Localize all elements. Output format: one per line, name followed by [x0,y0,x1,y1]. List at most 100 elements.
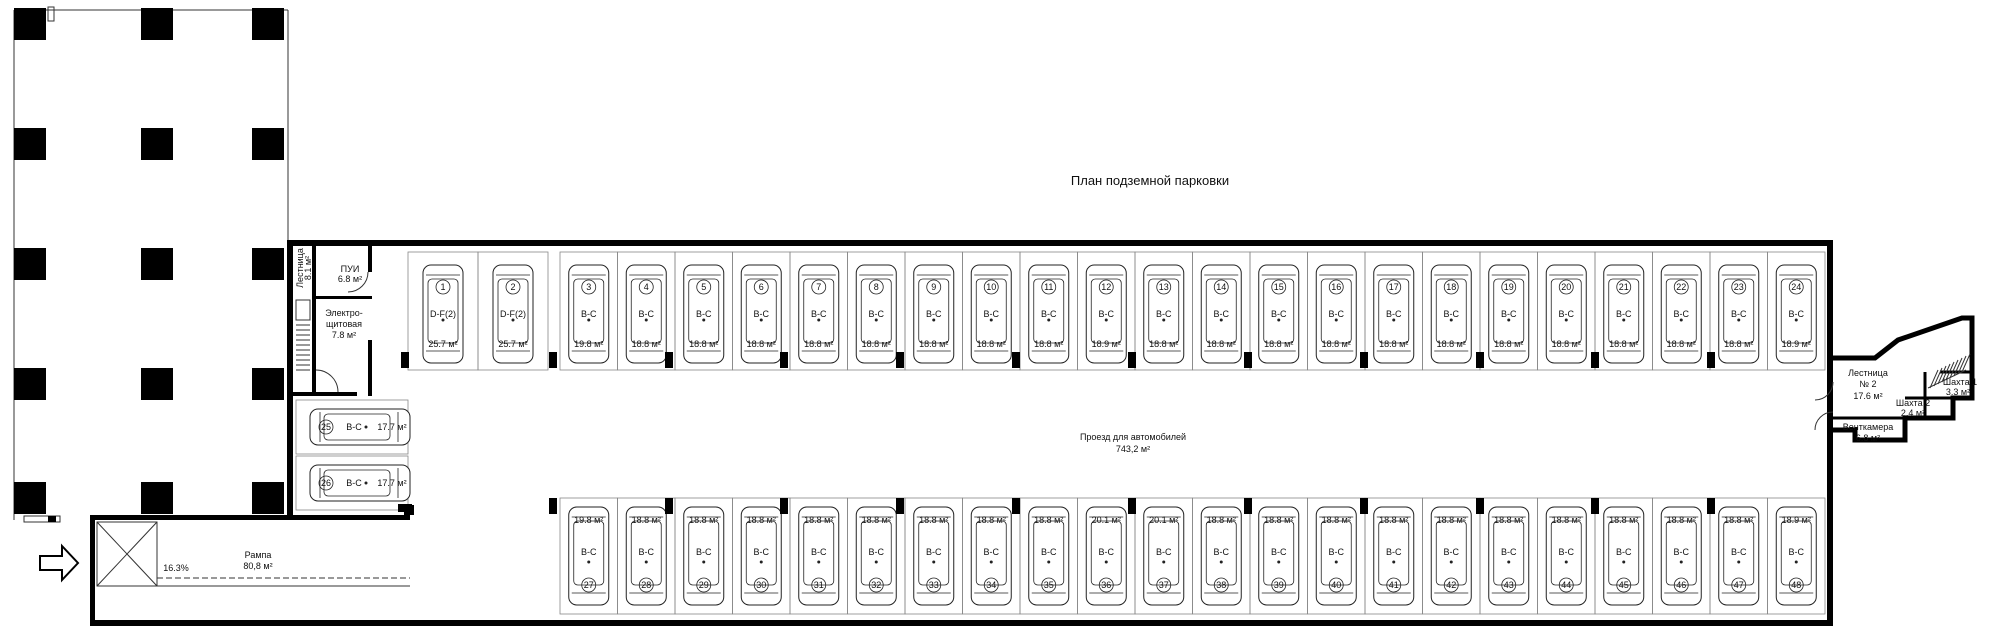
spot-area: 17.7 м² [377,422,406,432]
car-icon [1775,264,1817,364]
building-column [141,368,173,400]
structural-column [1707,352,1715,368]
spot-number: 40 [1331,580,1341,590]
spot-number: 34 [986,580,996,590]
spot-number: 7 [816,282,821,292]
spot-type: B-C [1329,309,1345,319]
spot-type: B-C [696,309,712,319]
spot-area: 18.8 м² [1552,515,1581,525]
car-icon [1315,264,1357,364]
spot-type: B-C [1559,309,1575,319]
car-icon [1603,506,1645,606]
driveway-area: 743,2 м² [1116,444,1150,454]
building-column [14,248,46,280]
spot-type: B-C [1501,547,1517,557]
building-column [14,368,46,400]
parking-spot: 20.1 м²B-C37 [1134,497,1193,615]
parking-spot: 18.8 м²B-C35 [1019,497,1078,615]
spot-type: D-F(2) [500,309,526,319]
plan-title: План подземной парковки [1071,173,1229,188]
spot-number: 33 [929,580,939,590]
car-icon [1258,506,1300,606]
parking-spot: 24B-C18.9 м² [1767,251,1826,371]
spot-area: 18.8 м² [1322,339,1351,349]
car-icon [309,464,411,502]
parking-spot: 16B-C18.8 м² [1307,251,1366,371]
spot-type: B-C [1559,547,1575,557]
spot-area: 18.8 м² [632,339,661,349]
parking-spot: 6B-C18.8 м² [732,251,791,371]
structural-column [896,352,904,368]
parking-spot: 18.8 м²B-C42 [1422,497,1481,615]
car-icon [568,264,610,364]
car-icon [1488,264,1530,364]
spot-number: 4 [644,282,649,292]
parking-spot: 13B-C18.8 м² [1134,251,1193,371]
spot-area: 18.8 м² [1207,339,1236,349]
spot-type: B-C [1444,547,1460,557]
spot-area: 18.8 м² [1667,515,1696,525]
spot-type: B-C [1214,547,1230,557]
spot-area: 18.8 м² [1609,339,1638,349]
parking-spot: 18.8 м²B-C28 [617,497,676,615]
parking-spot: 9B-C18.8 м² [904,251,963,371]
parking-spot: 18.8 м² B-C 44 [1537,497,1596,615]
spot-area: 18.8 м² [977,339,1006,349]
spot-type: B-C [1041,309,1057,319]
spot-number: 18 [1446,282,1456,292]
spot-area: 18.8 м² [862,515,891,525]
parking-spot: 18.8 м²B-C33 [904,497,963,615]
structural-column [1128,352,1136,368]
car-icon [1718,264,1760,364]
building-column [14,128,46,160]
structural-column [1012,352,1020,368]
car-icon [309,408,411,446]
parking-spot: 7B-C18.8 м² [789,251,848,371]
spot-number: 30 [756,580,766,590]
spot-type: B-C [1041,547,1057,557]
spot-area: 18.8 м² [1034,339,1063,349]
spot-number: 15 [1274,282,1284,292]
spot-number: 28 [641,580,651,590]
spot-number: 3 [586,282,591,292]
spot-number: 21 [1619,282,1629,292]
car-icon [568,506,610,606]
spot-area: 18.8 м² [862,339,891,349]
right-annex: Лестница № 2 17.6 м² Венткамера 6.8 м² Ш… [1814,315,1977,443]
spot-type: B-C [1386,547,1402,557]
entry-arrow-icon [39,543,80,583]
car-icon [1430,264,1472,364]
room-elec-area: 7.8 м² [332,330,356,340]
spot-number: 11 [1044,282,1053,292]
room-stair1-area: 8.1 м² [303,256,313,280]
parking-spot: 12B-C18.9 м² [1077,251,1136,371]
spot-type: B-C [1789,547,1805,557]
spot-number: 43 [1504,580,1514,590]
spot-number: 44 [1561,580,1571,590]
spot-type: B-C [754,309,770,319]
spot-type: B-C [811,547,827,557]
spot-area: 18.8 м² [804,339,833,349]
spot-area: 18.8 м² [1149,339,1178,349]
car-icon [1143,264,1185,364]
spot-number: 42 [1446,580,1456,590]
car-icon [1200,506,1242,606]
building-column [141,8,173,40]
spot-type: B-C [639,547,655,557]
spot-area: 18.8 м² [1379,339,1408,349]
spot-area: 18.9 м² [1782,515,1811,525]
parking-spot: 18.8 м²B-C40 [1307,497,1366,615]
parking-spot: 18.8 м²B-C46 [1652,497,1711,615]
spot-type: B-C [1444,309,1460,319]
ramp-area: 80,8 м² [243,561,272,571]
structural-column [1476,498,1484,514]
spot-number: 41 [1389,580,1399,590]
car-icon [1200,264,1242,364]
car-icon [1488,506,1530,606]
spot-type: B-C [1674,547,1690,557]
room-shaft2-name: Шахта 2 [1896,398,1930,408]
building-column [141,128,173,160]
spot-type: B-C [1789,309,1805,319]
